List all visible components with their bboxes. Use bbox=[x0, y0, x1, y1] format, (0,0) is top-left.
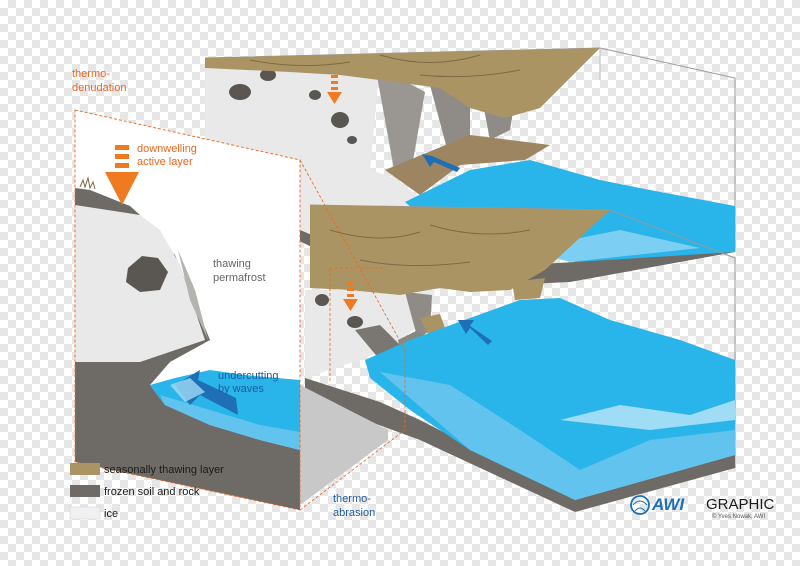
upper-wave-arrow bbox=[422, 154, 460, 172]
rock bbox=[331, 112, 349, 128]
detail-water-light bbox=[160, 395, 300, 450]
globe-icon bbox=[630, 495, 650, 515]
grass-icon bbox=[79, 176, 96, 190]
rock bbox=[229, 84, 251, 100]
slumped-block bbox=[512, 278, 545, 300]
lower-wave-arrow bbox=[458, 320, 492, 345]
upper-ice-wedge bbox=[375, 65, 425, 178]
upper-mudslump bbox=[385, 135, 550, 195]
detail-panel-connector bbox=[300, 385, 388, 505]
logo-credit: © Yves Nowak, AWI bbox=[712, 513, 765, 520]
label-thawing-permafrost: thawing permafrost bbox=[213, 258, 266, 284]
label-thermo-denudation: thermo- denudation bbox=[72, 68, 126, 94]
lower-downwelling-arrow bbox=[343, 282, 358, 311]
guide-line bbox=[299, 159, 406, 351]
detail-wave-foam bbox=[170, 378, 205, 402]
detail-panel bbox=[74, 109, 406, 511]
detail-downwelling-arrow bbox=[105, 145, 139, 205]
rock bbox=[347, 136, 357, 144]
legend: seasonally thawing layer frozen soil and… bbox=[69, 463, 224, 520]
slumped-block bbox=[420, 314, 445, 334]
label-downwelling-active-layer: downwelling active layer bbox=[137, 143, 200, 168]
rock bbox=[315, 294, 329, 306]
detail-active-layer-edge bbox=[75, 188, 140, 215]
lower-water-light bbox=[380, 372, 735, 500]
rock bbox=[347, 316, 363, 328]
upper-downwelling-arrow bbox=[327, 75, 342, 104]
rock bbox=[260, 69, 276, 81]
legend-swatch-seasonally-thawing bbox=[70, 463, 100, 475]
legend-swatch-frozen-soil bbox=[70, 485, 100, 497]
legend-label: seasonally thawing layer bbox=[104, 464, 224, 476]
awi-logo: AWI GRAPHIC © Yves Nowak, AWI bbox=[630, 495, 775, 520]
legend-label: ice bbox=[104, 508, 118, 520]
guide-line bbox=[299, 429, 406, 511]
globe-icon-lines bbox=[632, 500, 648, 512]
legend-label: frozen soil and rock bbox=[104, 486, 200, 498]
detail-ice-wedge bbox=[178, 250, 208, 340]
lower-water-highlight bbox=[560, 400, 735, 430]
lower-block bbox=[305, 204, 736, 512]
upper-active-layer-texture bbox=[249, 54, 521, 78]
lower-active-layer bbox=[310, 205, 610, 295]
label-thermo-abrasion: thermo- abrasion bbox=[333, 493, 375, 519]
legend-swatch-ice bbox=[69, 506, 101, 520]
awi-mark: AWI bbox=[651, 495, 685, 514]
rock bbox=[309, 90, 321, 100]
detail-rock bbox=[126, 256, 168, 292]
lower-frozen-soil bbox=[305, 210, 735, 512]
logo-graphic-text: GRAPHIC bbox=[706, 496, 775, 513]
label-undercutting-by-waves: undercutting by waves bbox=[218, 370, 282, 395]
